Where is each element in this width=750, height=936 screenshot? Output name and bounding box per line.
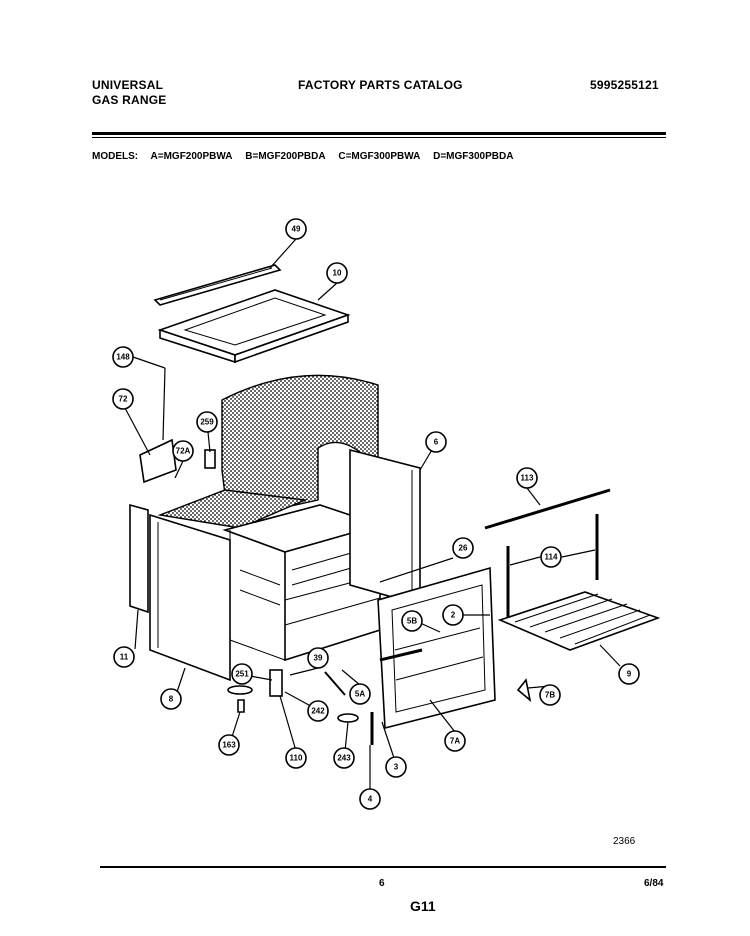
right-side-panel [349,448,421,607]
svg-text:243: 243 [337,754,351,763]
footer-rule [100,866,666,868]
callout-39: 39 [307,647,329,669]
svg-text:242: 242 [311,707,325,716]
callout-2: 2 [442,604,464,626]
svg-text:3: 3 [394,763,399,772]
model-b: B=MGF200PBDA [245,151,326,162]
svg-text:7B: 7B [545,691,555,700]
callout-72a: 72A [172,440,194,462]
model-a: A=MGF200PBWA [150,151,233,162]
callout-4: 4 [359,788,381,810]
callout-10: 10 [326,262,348,284]
svg-text:72A: 72A [176,447,191,456]
models-label: MODELS: [92,151,139,162]
svg-text:49: 49 [292,225,301,234]
top-trim-rail [153,264,282,306]
svg-text:11: 11 [120,653,129,662]
callout-7b: 7B [539,684,561,706]
callout-6: 6 [425,431,447,453]
callout-49: 49 [285,218,307,240]
svg-text:72: 72 [119,395,128,404]
callout-9: 9 [618,663,640,685]
svg-text:2: 2 [451,611,456,620]
callout-242: 242 [307,700,329,722]
brand-line-2: GAS RANGE [92,93,167,107]
models-line: MODELS: A=MGF200PBWA B=MGF200PBDA C=MGF3… [92,151,523,162]
back-insulation [221,374,379,521]
date-code: 6/84 [644,878,664,889]
callout-243: 243 [333,747,355,769]
svg-text:39: 39 [314,654,323,663]
svg-text:5A: 5A [355,690,365,699]
svg-text:6: 6 [434,438,439,447]
header-rule-thick [92,132,666,135]
callout-163: 163 [218,734,240,756]
oven-door-frame [377,566,496,730]
callout-110: 110 [285,747,307,769]
callout-148: 148 [112,346,134,368]
svg-text:259: 259 [200,418,214,427]
callout-7a: 7A [444,730,466,752]
model-d: D=MGF300PBDA [433,151,514,162]
leader-lines [124,238,621,792]
callout-72: 72 [112,388,134,410]
brand-line-1: UNIVERSAL [92,78,164,92]
svg-text:7A: 7A [450,737,460,746]
page-number: 6 [379,878,385,889]
trim-strips [484,488,611,618]
svg-text:113: 113 [521,474,534,483]
oven-rack [497,591,661,651]
top-insulation [157,489,308,529]
model-c: C=MGF300PBWA [338,151,421,162]
svg-text:8: 8 [169,695,174,704]
figure-number: 2366 [613,836,636,847]
svg-text:148: 148 [116,353,130,362]
callout-251: 251 [231,663,253,685]
callout-259: 259 [196,411,218,433]
svg-text:251: 251 [235,670,249,679]
catalog-title: FACTORY PARTS CATALOG [298,78,463,92]
svg-text:4: 4 [368,795,373,804]
header-rule-thin [92,137,666,138]
callout-11: 11 [113,646,135,668]
catalog-part-number: 5995255121 [590,78,659,92]
callout-8: 8 [160,688,182,710]
svg-text:10: 10 [333,269,342,278]
svg-text:114: 114 [545,553,558,562]
callout-3: 3 [385,756,407,778]
top-panel [157,289,351,364]
callout-5b: 5B [401,610,423,632]
svg-text:163: 163 [222,741,236,750]
svg-text:5B: 5B [407,617,417,626]
svg-text:26: 26 [459,544,468,553]
callout-5a: 5A [349,683,371,705]
svg-text:110: 110 [290,754,303,763]
callout-114: 114 [540,546,562,568]
left-side-trim [129,503,149,614]
section-code: G11 [410,898,436,914]
callout-113: 113 [516,467,538,489]
callout-26: 26 [452,537,474,559]
svg-text:9: 9 [627,670,632,679]
left-side-panel [149,513,231,682]
